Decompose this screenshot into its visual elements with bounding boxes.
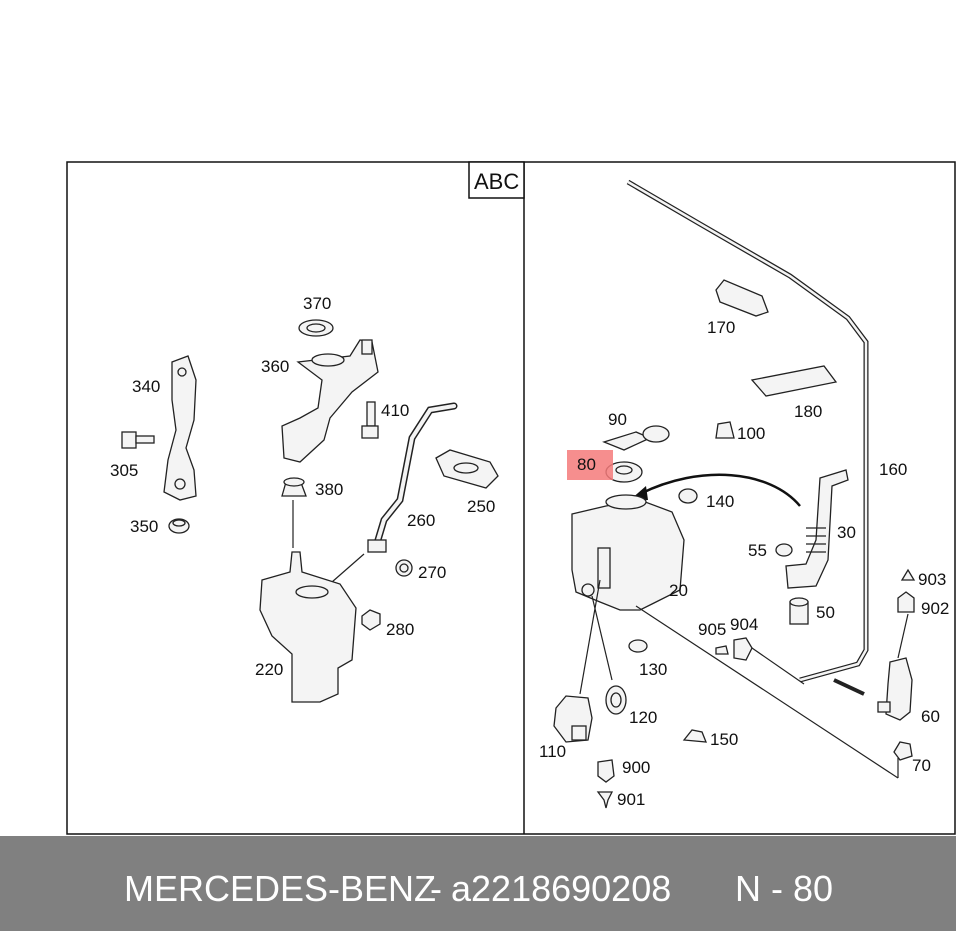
callout-901: 901	[617, 790, 645, 809]
parts-diagram: ABC	[66, 161, 956, 835]
part-30-bracket	[785, 469, 849, 589]
callout-50: 50	[816, 603, 835, 622]
callout-904: 904	[730, 615, 758, 634]
part-360-filler-neck	[281, 339, 379, 463]
part-904-sensor	[715, 637, 753, 661]
callout-70: 70	[912, 756, 931, 775]
highlight-80	[567, 450, 613, 480]
part-220-reservoir	[259, 551, 357, 703]
part-900-connector	[597, 759, 615, 783]
part-55-grommet	[775, 543, 793, 557]
callout-380: 380	[315, 480, 343, 499]
callout-370: 370	[303, 294, 331, 313]
callout-280: 280	[386, 620, 414, 639]
callout-410: 410	[381, 401, 409, 420]
part-350-grommet	[168, 518, 190, 534]
footer-separator: -	[430, 868, 442, 909]
callout-90: 90	[608, 410, 627, 429]
callout-900: 900	[622, 758, 650, 777]
part-160-hose-line	[626, 179, 869, 696]
callout-260: 260	[407, 511, 435, 530]
part-70-grommet	[893, 741, 913, 761]
callout-220: 220	[255, 660, 283, 679]
part-250-pad	[435, 449, 499, 489]
callout-905: 905	[698, 620, 726, 639]
part-305-bolt	[121, 431, 155, 449]
callout-170: 170	[707, 318, 735, 337]
part-260-hose	[367, 402, 458, 553]
abc-box	[468, 161, 525, 199]
part-110-pump	[553, 695, 593, 743]
callout-160: 160	[879, 460, 907, 479]
part-903-cap	[900, 568, 916, 581]
part-150-grommet	[682, 729, 707, 743]
part-number: a2218690208	[451, 868, 672, 909]
part-50-filter	[789, 597, 809, 625]
callout-340: 340	[132, 377, 160, 396]
callout-150: 150	[710, 730, 738, 749]
assembly-arrow	[639, 473, 801, 507]
brand-name: MERCEDES-BENZ	[124, 868, 437, 909]
callout-30: 30	[837, 523, 856, 542]
part-80-cover	[605, 461, 643, 483]
footer-bar: MERCEDES-BENZ - a2218690208 N - 80	[0, 836, 956, 931]
part-20-reservoir	[571, 494, 685, 611]
callout-180: 180	[794, 402, 822, 421]
callout-80: 80	[577, 455, 596, 474]
callout-60: 60	[921, 707, 940, 726]
part-280-nut	[361, 609, 381, 631]
callout-903: 903	[918, 570, 946, 589]
diagram-reference: N - 80	[735, 868, 834, 909]
part-370-seal	[298, 319, 334, 337]
part-410-bolt	[361, 401, 379, 439]
part-60-pump	[877, 657, 913, 721]
part-140-plug	[678, 488, 698, 504]
callout-250: 250	[467, 497, 495, 516]
part-902-seal	[897, 591, 915, 613]
callout-20: 20	[669, 581, 688, 600]
part-130-grommet	[628, 639, 648, 653]
callout-110: 110	[539, 742, 566, 761]
callout-350: 350	[130, 517, 158, 536]
callout-902: 902	[921, 599, 949, 618]
callout-360: 360	[261, 357, 289, 376]
part-340-bracket	[163, 355, 197, 501]
part-901-fitting	[596, 791, 614, 809]
callout-270: 270	[418, 563, 446, 582]
part-120-grommet	[605, 685, 627, 715]
callout-100: 100	[737, 424, 765, 443]
part-100-cap	[715, 421, 735, 439]
part-170-clip	[715, 279, 769, 317]
part-180-pad	[750, 365, 838, 397]
callout-130: 130	[639, 660, 667, 679]
part-90-gasket	[602, 425, 670, 451]
part-270-clamp	[395, 559, 413, 577]
part-380-grommet	[281, 477, 307, 497]
callout-55: 55	[748, 541, 767, 560]
callout-120: 120	[629, 708, 657, 727]
callout-305: 305	[110, 461, 138, 480]
callout-140: 140	[706, 492, 734, 511]
abc-label: ABC	[474, 169, 519, 194]
